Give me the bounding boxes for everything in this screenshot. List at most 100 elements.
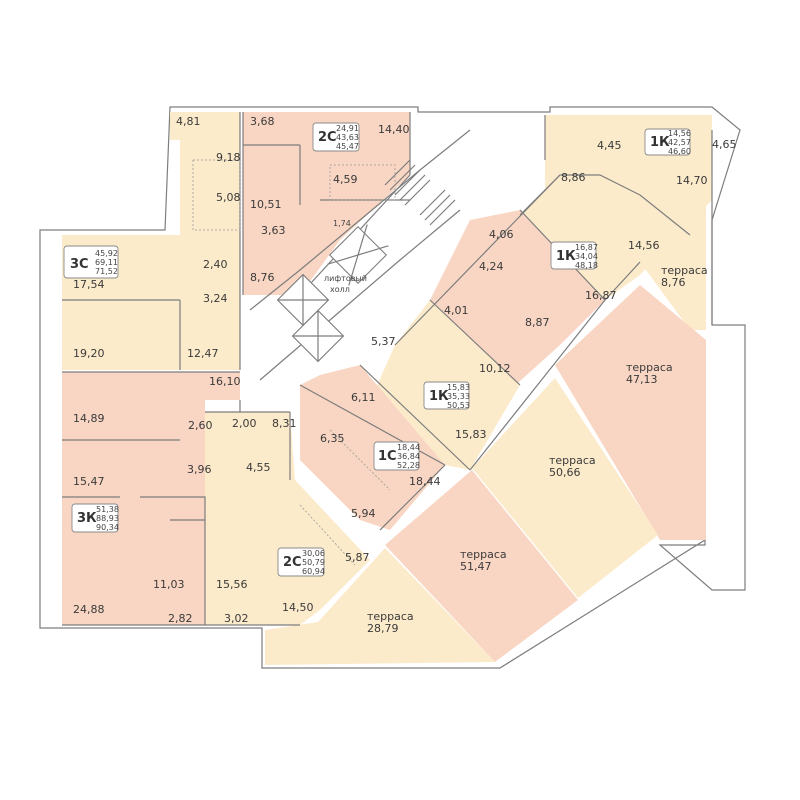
room-area: 4,59: [333, 173, 358, 186]
room-area: 4,45: [597, 139, 622, 152]
apartment-2c-top[interactable]: [243, 112, 410, 295]
room-area: 11,03: [153, 578, 185, 591]
room-labels: 4,81 3,68 14,40 9,18 5,08 10,51 4,59 3,6…: [73, 115, 737, 625]
svg-text:1К: 1К: [650, 135, 670, 150]
svg-text:43,63: 43,63: [336, 133, 359, 142]
apartment-badge-1k-top[interactable]: 1К 14,56 42,57 46,60: [644, 128, 691, 156]
svg-text:30,06: 30,06: [302, 549, 325, 558]
apartment-3c[interactable]: [62, 112, 240, 370]
room-area: 3,96: [187, 463, 212, 476]
room-area: 15,56: [216, 578, 248, 591]
svg-text:47,13: 47,13: [626, 373, 658, 386]
room-area: 4,81: [176, 115, 201, 128]
svg-text:8,76: 8,76: [661, 276, 686, 289]
svg-text:50,53: 50,53: [447, 401, 470, 410]
room-area: 1,74: [333, 219, 351, 228]
apartment-badge-1k-16-87[interactable]: 1К 16,87 34,04 48,18: [550, 241, 598, 270]
terrace-28-79[interactable]: [265, 548, 495, 665]
room-area: 14,40: [378, 123, 410, 136]
room-area: 8,76: [250, 271, 275, 284]
apartment-badge-2c-top[interactable]: 2С 24,91 43,63 45,47: [312, 122, 360, 152]
room-area: 8,87: [525, 316, 550, 329]
svg-text:24,91: 24,91: [336, 124, 359, 133]
svg-text:14,56: 14,56: [668, 129, 691, 138]
svg-text:терраса: терраса: [661, 264, 708, 277]
apartment-3k[interactable]: [62, 372, 240, 625]
svg-text:90,34: 90,34: [96, 523, 119, 532]
svg-text:2С: 2С: [283, 555, 302, 570]
svg-text:88,93: 88,93: [96, 514, 119, 523]
svg-text:3С: 3С: [70, 257, 89, 272]
room-area: 2,40: [203, 258, 228, 271]
room-area: 14,70: [676, 174, 708, 187]
terrace-50-66[interactable]: [472, 378, 658, 598]
room-area: 14,50: [282, 601, 314, 614]
room-area: 4,65: [712, 138, 737, 151]
room-area: 2,00: [232, 417, 257, 430]
svg-text:50,66: 50,66: [549, 466, 581, 479]
room-area: 3,02: [224, 612, 249, 625]
svg-text:терраса: терраса: [626, 361, 673, 374]
svg-text:1С: 1С: [378, 449, 397, 464]
apartment-badge-1c[interactable]: 1С 18,44 36,84 52,28: [373, 441, 420, 471]
svg-text:35,33: 35,33: [447, 392, 470, 401]
svg-text:48,18: 48,18: [575, 261, 598, 270]
terrace-51-47[interactable]: [385, 470, 578, 662]
building-outline: [39, 106, 746, 669]
svg-text:71,52: 71,52: [95, 267, 118, 276]
svg-text:36,84: 36,84: [397, 452, 420, 461]
svg-text:51,38: 51,38: [96, 505, 119, 514]
room-area: 5,94: [351, 507, 376, 520]
terrace-labels: терраса 8,76 терраса 47,13 терраса 50,66…: [367, 264, 708, 635]
room-area: 14,89: [73, 412, 105, 425]
terrace-47-13[interactable]: [555, 285, 706, 540]
svg-text:45,92: 45,92: [95, 249, 118, 258]
room-area: 4,01: [444, 304, 469, 317]
room-area: 4,55: [246, 461, 271, 474]
svg-text:1К: 1К: [429, 389, 449, 404]
svg-text:терраса: терраса: [460, 548, 507, 561]
apartment-badge-2c-bottom[interactable]: 2С 30,06 50,79 60,94: [277, 547, 325, 577]
svg-text:51,47: 51,47: [460, 560, 492, 573]
walls: [62, 112, 713, 626]
svg-text:45,47: 45,47: [336, 142, 359, 151]
terrace-8-76[interactable]: [640, 200, 706, 330]
room-area: 19,20: [73, 347, 105, 360]
svg-text:52,28: 52,28: [397, 461, 420, 470]
room-area: 18,44: [409, 475, 441, 488]
room-area: 2,82: [168, 612, 193, 625]
apartment-1c[interactable]: [300, 365, 445, 530]
room-area: 6,11: [351, 391, 376, 404]
svg-text:69,11: 69,11: [95, 258, 118, 267]
lift-core: [276, 159, 456, 363]
room-area: 4,24: [479, 260, 504, 273]
room-area: 5,08: [216, 191, 241, 204]
svg-text:18,44: 18,44: [397, 443, 420, 452]
svg-text:60,94: 60,94: [302, 567, 325, 576]
room-area: 10,51: [250, 198, 282, 211]
svg-text:3К: 3К: [77, 511, 97, 526]
svg-text:терраса: терраса: [367, 610, 414, 623]
room-area: 6,35: [320, 432, 345, 445]
apartment-2c-bottom[interactable]: [205, 412, 370, 625]
room-area: 12,47: [187, 347, 219, 360]
svg-text:16,87: 16,87: [575, 243, 598, 252]
apartment-badge-3k[interactable]: 3К 51,38 88,93 90,34: [71, 503, 119, 533]
lift-hall-label: лифтовый: [324, 274, 367, 283]
room-area: 8,31: [272, 417, 297, 430]
room-area: 17,54: [73, 278, 105, 291]
room-area: 16,10: [209, 375, 241, 388]
svg-text:50,79: 50,79: [302, 558, 325, 567]
svg-text:2С: 2С: [318, 130, 337, 145]
room-area: 3,68: [250, 115, 275, 128]
room-area: 4,06: [489, 228, 514, 241]
room-area: 16,87: [585, 289, 617, 302]
room-area: 3,63: [261, 224, 286, 237]
svg-text:34,04: 34,04: [575, 252, 598, 261]
room-area: 2,60: [188, 419, 213, 432]
svg-text:46,60: 46,60: [668, 147, 691, 156]
apartment-badge-3c[interactable]: 3С 45,92 69,11 71,52: [63, 245, 119, 279]
room-area: 15,47: [73, 475, 105, 488]
apartment-badge-1k-15-83[interactable]: 1К 15,83 35,33 50,53: [423, 381, 470, 410]
